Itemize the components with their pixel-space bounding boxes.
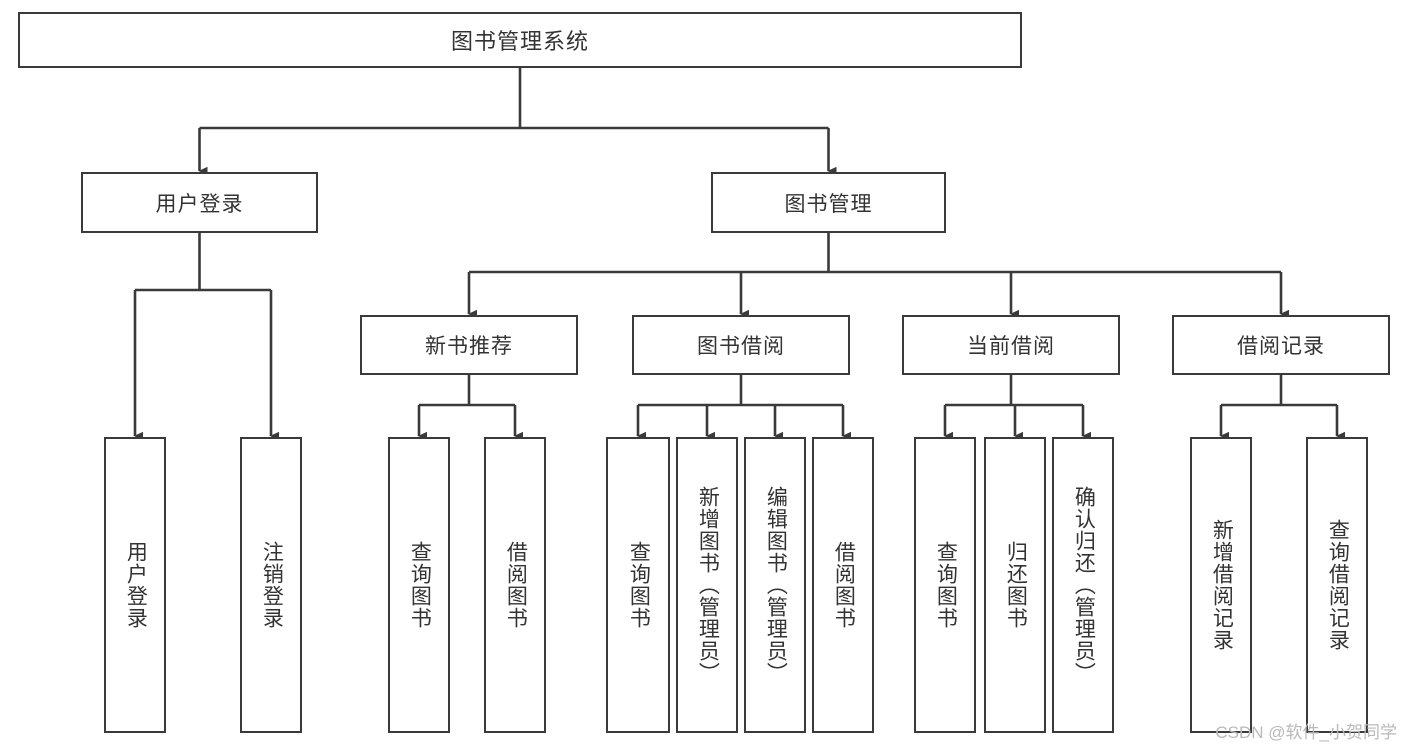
node-label: 编辑图书（管理员） bbox=[764, 486, 788, 684]
node-label: 查询借阅记录 bbox=[1326, 519, 1350, 651]
node-leaf-borrow-book-1[interactable]: 借阅图书 bbox=[484, 437, 546, 733]
node-label: 新书推荐 bbox=[425, 335, 513, 358]
node-label: 当前借阅 bbox=[967, 335, 1055, 358]
node-label: 确认归还（管理员） bbox=[1072, 486, 1096, 684]
node-leaf-borrow-book-2[interactable]: 借阅图书 bbox=[812, 437, 874, 733]
node-label: 归还图书 bbox=[1004, 541, 1028, 629]
node-label: 借阅图书 bbox=[504, 541, 528, 629]
node-leaf-query-record[interactable]: 查询借阅记录 bbox=[1306, 437, 1368, 733]
node-leaf-add-book[interactable]: 新增图书（管理员） bbox=[676, 437, 738, 733]
node-label: 图书管理系统 bbox=[450, 29, 589, 54]
node-label: 用户登录 bbox=[155, 192, 244, 216]
node-label: 查询图书 bbox=[934, 541, 958, 629]
node-l3-borrow-record[interactable]: 借阅记录 bbox=[1172, 315, 1390, 375]
node-leaf-return-book[interactable]: 归还图书 bbox=[984, 437, 1046, 733]
node-leaf-user-login[interactable]: 用户登录 bbox=[104, 437, 166, 733]
node-label: 借阅记录 bbox=[1237, 335, 1325, 358]
node-l2-book-manage[interactable]: 图书管理 bbox=[711, 172, 946, 233]
node-label: 图书管理 bbox=[784, 192, 873, 216]
node-leaf-edit-book[interactable]: 编辑图书（管理员） bbox=[744, 437, 806, 733]
node-leaf-query-book-2[interactable]: 查询图书 bbox=[606, 437, 670, 733]
node-l2-user-login[interactable]: 用户登录 bbox=[81, 172, 318, 233]
node-label: 新增图书（管理员） bbox=[696, 486, 720, 684]
node-leaf-query-book-3[interactable]: 查询图书 bbox=[914, 437, 976, 733]
node-l3-current-borrow[interactable]: 当前借阅 bbox=[902, 315, 1120, 375]
node-label: 用户登录 bbox=[124, 541, 148, 629]
node-label: 图书借阅 bbox=[697, 335, 785, 358]
node-l3-new-book-rec[interactable]: 新书推荐 bbox=[360, 315, 578, 375]
node-label: 注销登录 bbox=[260, 541, 284, 629]
node-label: 查询图书 bbox=[408, 541, 432, 629]
watermark-text: CSDN @软件_小贺同学 bbox=[1215, 723, 1397, 742]
node-root[interactable]: 图书管理系统 bbox=[18, 12, 1022, 68]
node-leaf-query-book-1[interactable]: 查询图书 bbox=[388, 437, 450, 733]
node-label: 借阅图书 bbox=[832, 541, 856, 629]
node-l3-book-borrow[interactable]: 图书借阅 bbox=[632, 315, 850, 375]
node-label: 查询图书 bbox=[627, 541, 651, 629]
node-label: 新增借阅记录 bbox=[1210, 519, 1234, 651]
node-leaf-logout[interactable]: 注销登录 bbox=[240, 437, 302, 733]
node-leaf-add-record[interactable]: 新增借阅记录 bbox=[1190, 437, 1252, 733]
node-leaf-confirm-return[interactable]: 确认归还（管理员） bbox=[1052, 437, 1114, 733]
